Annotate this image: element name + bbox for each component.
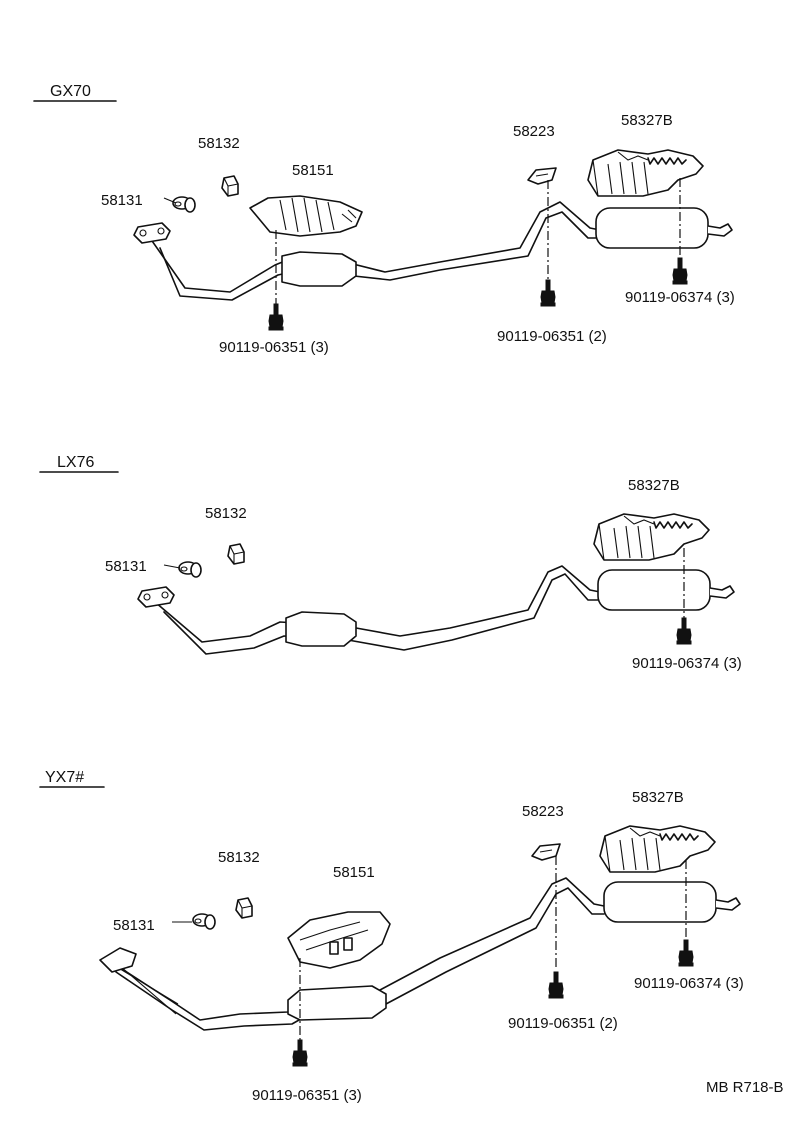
front-heat-shield — [287, 911, 391, 969]
part-label: 90119-06374 (3) — [625, 289, 735, 306]
front-flange — [99, 947, 137, 973]
part-label: 58131 — [101, 192, 143, 209]
clip-58132 — [227, 543, 245, 565]
front-heat-shield — [249, 195, 363, 237]
part-label: 58132 — [218, 849, 260, 866]
rear-heat-shield — [599, 825, 716, 873]
rear-heat-shield — [587, 149, 704, 197]
part-label: 90119-06351 (2) — [508, 1015, 618, 1032]
bolt-center — [548, 971, 564, 999]
part-label: 90119-06374 (3) — [634, 975, 744, 992]
part-label: 58151 — [333, 864, 375, 881]
part-label: 58327B — [632, 789, 684, 806]
main-muffler — [595, 207, 733, 249]
front-flange — [133, 222, 171, 244]
front-flange — [137, 586, 175, 608]
bolt-center — [540, 279, 556, 307]
bolt-front — [268, 303, 284, 331]
bolt-rear — [678, 939, 694, 967]
part-label: 90119-06374 (3) — [632, 655, 742, 672]
bracket-58223 — [527, 167, 557, 185]
main-muffler — [597, 569, 735, 611]
part-label: 58131 — [113, 917, 155, 934]
drawing-code: MB R718-B — [706, 1079, 784, 1096]
part-label: 90119-06351 (2) — [497, 328, 607, 345]
exhaust-pipe — [154, 565, 601, 655]
part-label: 90119-06351 (3) — [219, 339, 329, 356]
catalytic-converter — [287, 985, 387, 1021]
section-lx76: LX76 58132 58131 58327B 90119-06374 (3) — [39, 454, 742, 672]
part-label: 90119-06351 (3) — [252, 1087, 362, 1104]
section-title: LX76 — [57, 454, 94, 471]
main-muffler — [603, 881, 741, 923]
exhaust-pipe — [149, 201, 601, 301]
bolt-rear — [672, 257, 688, 285]
gasket-58131 — [172, 196, 196, 213]
part-label: 58327B — [628, 477, 680, 494]
bolt-front — [292, 1039, 308, 1067]
rear-heat-shield — [593, 513, 710, 561]
section-title: YX7# — [45, 769, 84, 786]
clip-58132 — [235, 897, 253, 919]
part-label: 58151 — [292, 162, 334, 179]
catalytic-converter — [285, 611, 357, 647]
part-label: 58131 — [105, 558, 147, 575]
gasket-58131 — [178, 561, 202, 578]
catalytic-converter — [281, 251, 357, 287]
gasket-58131 — [192, 913, 216, 930]
section-yx7: YX7# 58132 58131 — [39, 769, 744, 1104]
bolt-rear — [676, 617, 692, 645]
section-title: GX70 — [50, 83, 91, 100]
section-gx70: GX70 58132 58131 58151 58223 5832 — [33, 83, 735, 356]
clip-58132 — [221, 175, 239, 197]
part-label: 58132 — [205, 505, 247, 522]
part-label: 58132 — [198, 135, 240, 152]
part-label: 58223 — [522, 803, 564, 820]
part-label: 58223 — [513, 123, 555, 140]
part-label: 58327B — [621, 112, 673, 129]
